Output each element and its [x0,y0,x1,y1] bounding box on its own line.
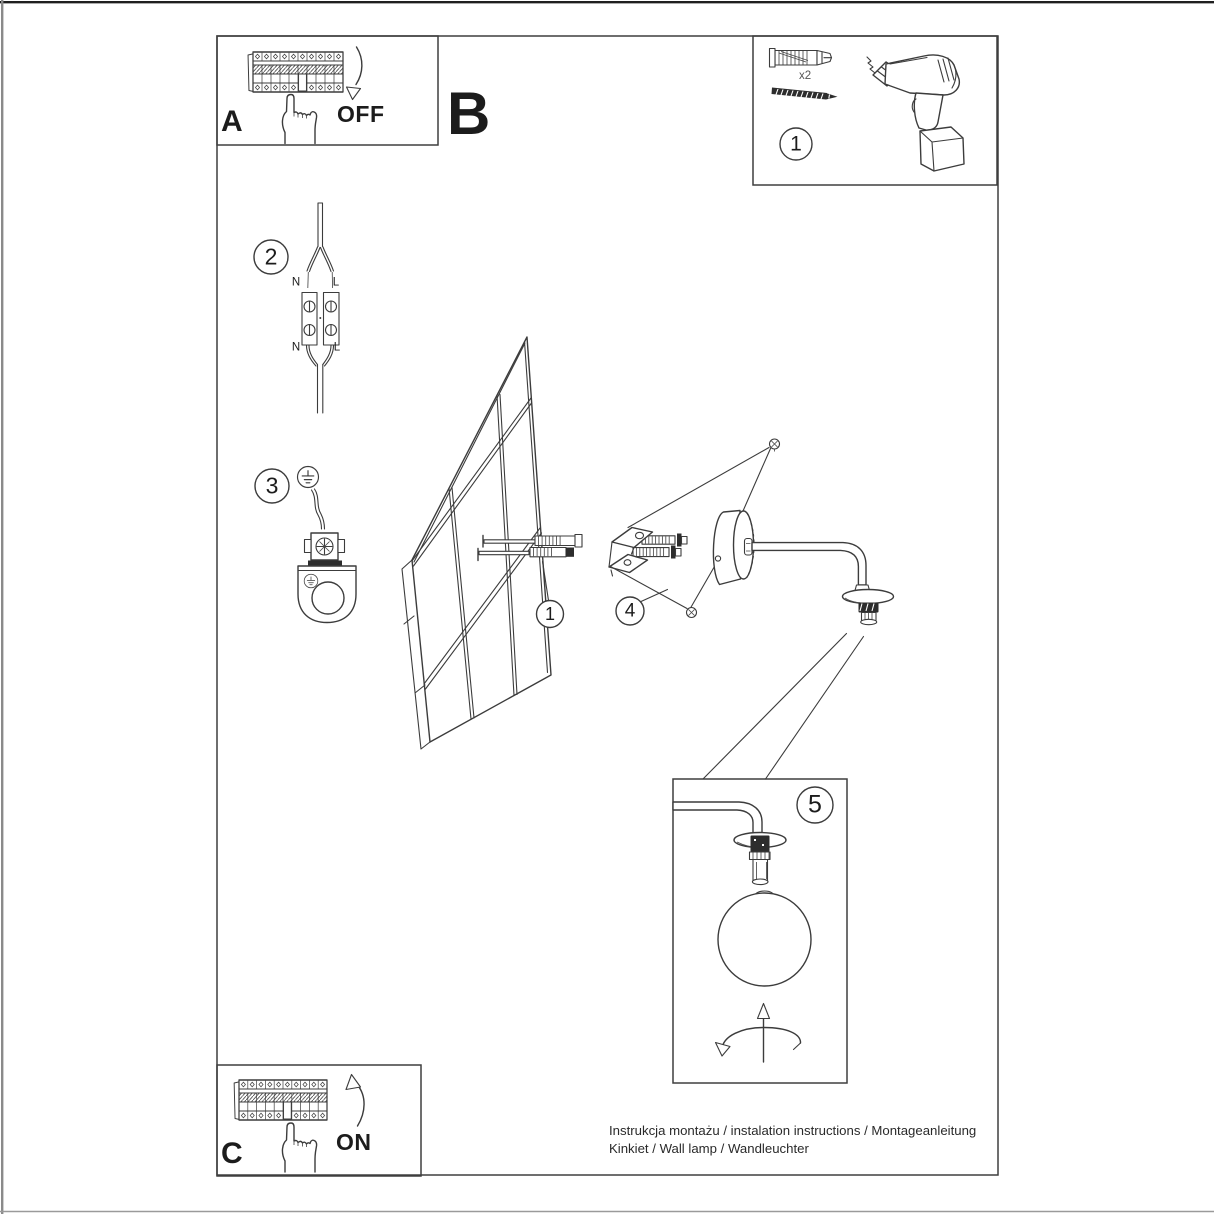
panel-a-label: A [221,105,243,138]
terminal-block [301,291,318,346]
wire-connector-diagram [253,202,340,414]
step-3-number: 3 [265,472,279,499]
breaker-panel-icon [233,1079,328,1121]
wall-lamp [712,509,895,626]
arm-hub [743,537,753,556]
wire-live-label: L [332,276,340,289]
wall-plug-icon [768,47,833,68]
canopy-screw-hole [714,555,722,562]
drill-icon [866,54,965,172]
callout-4-number: 4 [624,600,636,622]
power-on-label: ON [336,1129,372,1155]
hand-icon [281,1122,318,1173]
wire-live-label: L [333,341,341,354]
bracket-screw [632,533,688,559]
panel-c-label: C [221,1137,243,1170]
parts-box-frame [752,35,998,186]
callout-4-circle [615,596,645,626]
step-1-number: 1 [790,132,802,156]
footer-line-1: Instrukcja montażu / instalation instruc… [609,1123,977,1138]
ground-terminal-diagram [254,465,357,624]
wire-neutral-label: N [291,276,301,289]
step-5-circle [796,786,834,824]
step-2-number: 2 [264,243,278,270]
panel-b-label: B [447,80,491,147]
wall-plug-icon [529,533,583,558]
step-1-circle [779,127,813,161]
lamp-arm [672,801,763,834]
step-5-number: 5 [808,790,822,819]
breaker-panel-icon [247,51,344,93]
anchor-quantity: x2 [799,70,812,82]
callout-1-circle [535,599,565,629]
power-off-label: OFF [337,101,385,127]
rotation-arrow-icon [714,1002,802,1063]
hand-icon [281,93,318,145]
step-2-circle [253,239,289,275]
glass-globe [717,892,812,987]
panel-5-frame [672,778,848,1084]
canopy-body [712,509,742,586]
shade-disc [841,588,895,605]
socket [750,835,770,852]
arrow-up-icon [345,1073,365,1127]
socket-thread [752,858,769,883]
panel-c-frame [216,1064,422,1177]
terminal-block [322,291,340,346]
main-frame [216,35,999,1176]
step-3-circle [254,468,290,504]
lamp-arm [751,541,867,586]
callout-leaders [541,438,865,780]
wire-neutral-label: N [291,341,301,354]
screw-icon [771,87,838,100]
mounting-bracket [608,526,654,577]
mount-hole [311,581,345,615]
ground-symbol-icon [296,465,320,489]
arrow-down-icon [345,46,363,101]
bulb-install-diagram [672,786,834,1063]
callout-1-number: 1 [544,604,556,624]
panel-a-frame [216,35,439,146]
footer-line-2: Kinkiet / Wall lamp / Wandleuchter [609,1141,809,1156]
